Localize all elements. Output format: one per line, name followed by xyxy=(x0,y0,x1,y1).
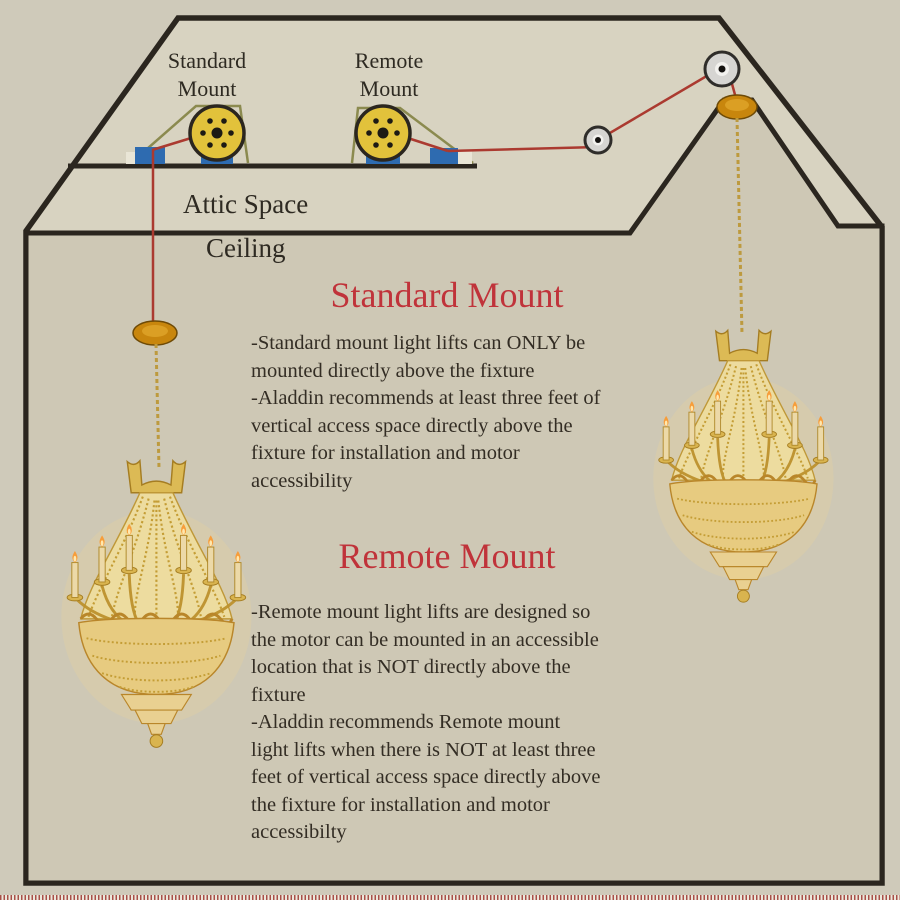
room-interior xyxy=(23,97,885,886)
remote-mount-label: Remote Mount xyxy=(354,48,424,101)
standard-mount-description: -Standard mount light lifts can ONLY be … xyxy=(251,332,601,492)
remote-mount-description: -Remote mount light lifts are designed s… xyxy=(251,601,601,843)
ceiling-canopy-left xyxy=(132,320,178,346)
hanging-chain-right xyxy=(735,117,744,335)
attic-space-label: Attic Space xyxy=(183,189,309,219)
ceiling-label: Ceiling xyxy=(206,233,286,263)
standard-mount-heading: Standard Mount xyxy=(330,275,564,315)
pulley-icon-large xyxy=(703,50,741,88)
remote-mount-heading: Remote Mount xyxy=(338,536,556,576)
remote-mount-assembly xyxy=(350,50,741,164)
standard-mount-assembly xyxy=(126,104,250,324)
winch-wheel-icon xyxy=(188,104,246,162)
remote-mount-plate xyxy=(455,151,472,164)
ceiling-canopy-right xyxy=(716,94,758,120)
winch-wheel-icon xyxy=(354,104,412,162)
standard-mount-label: Standard Mount xyxy=(167,48,247,101)
standard-cable-bracket xyxy=(135,147,165,164)
film-strip-decoration xyxy=(0,895,900,900)
pulley-icon-small xyxy=(583,125,613,155)
